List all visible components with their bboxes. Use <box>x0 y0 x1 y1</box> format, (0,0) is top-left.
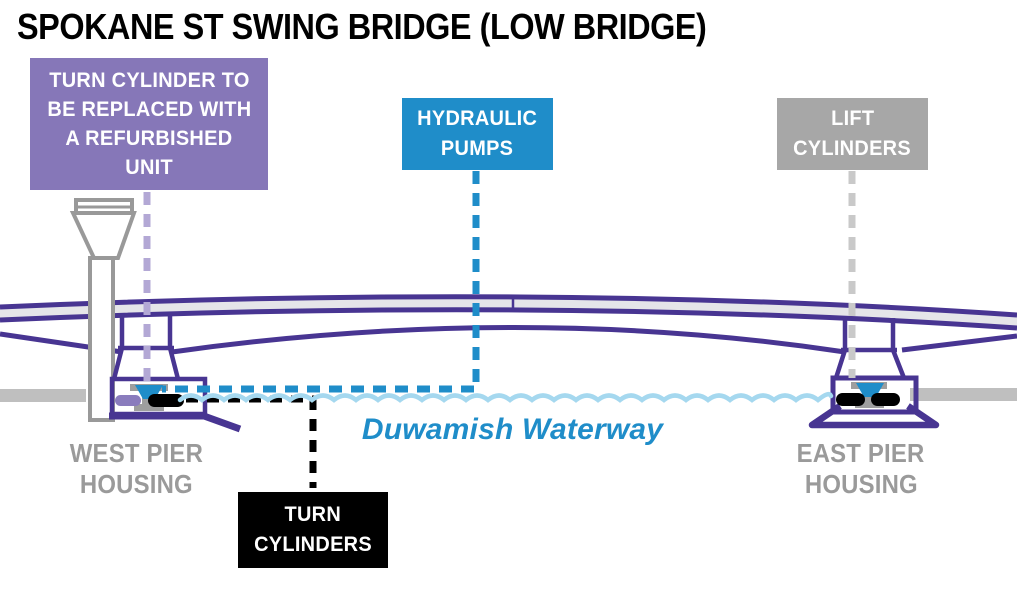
page-title: SPOKANE ST SWING BRIDGE (LOW BRIDGE) <box>17 6 707 47</box>
callout-line: BE REPLACED WITH <box>46 98 252 121</box>
turn-cylinder-replacement <box>115 395 141 406</box>
callout-line: CYLINDERS <box>793 137 912 160</box>
east-pier-label-line: EAST PIER <box>797 438 925 468</box>
callout-line: TURN <box>284 503 342 526</box>
east-pedestal-base <box>855 402 884 408</box>
west-pier-label-line: WEST PIER <box>69 438 203 468</box>
swing-span-arch <box>171 325 846 355</box>
callout-line: LIFT <box>830 107 875 130</box>
hydraulic-pumps-leader <box>162 171 480 393</box>
callout-line: UNIT <box>125 156 173 179</box>
east-pier-machinery <box>836 382 900 408</box>
waterway-label: Duwamish Waterway <box>361 413 664 446</box>
lift-cylinder-left <box>836 393 865 406</box>
west-pier-machinery <box>115 384 184 411</box>
bridge-deck <box>0 294 1017 331</box>
water-line <box>177 391 834 403</box>
east-bank-ground <box>910 388 1017 401</box>
east-pier-label: EAST PIER HOUSING <box>761 438 961 500</box>
west-pier-label: WEST PIER HOUSING <box>36 438 236 500</box>
east-pier-housing-structure <box>808 316 940 429</box>
west-bank-ground <box>0 389 86 402</box>
callout-line: PUMPS <box>441 137 514 160</box>
callout-lift-cylinders: LIFT CYLINDERS <box>777 98 928 170</box>
turn-cylinder-west <box>148 394 184 407</box>
callout-hydraulic-pumps: HYDRAULIC PUMPS <box>402 98 553 170</box>
callout-line: A REFURBISHED <box>65 127 233 150</box>
callout-turn-cylinder-note: TURN CYLINDER TO BE REPLACED WITH A REFU… <box>30 58 268 190</box>
callout-turn-cylinders: TURN CYLINDERS <box>238 492 388 568</box>
control-tower <box>69 198 137 422</box>
callout-line: TURN CYLINDER TO <box>48 69 250 92</box>
callout-line: CYLINDERS <box>254 533 372 556</box>
west-pier-label-line: HOUSING <box>79 469 193 499</box>
callout-line: HYDRAULIC <box>417 107 538 130</box>
west-pier-housing-structure <box>109 312 242 433</box>
east-pier-label-line: HOUSING <box>804 469 918 499</box>
west-pedestal-base <box>134 404 164 411</box>
east-approach-girder <box>901 333 1017 353</box>
lift-cylinder-right <box>871 393 900 406</box>
